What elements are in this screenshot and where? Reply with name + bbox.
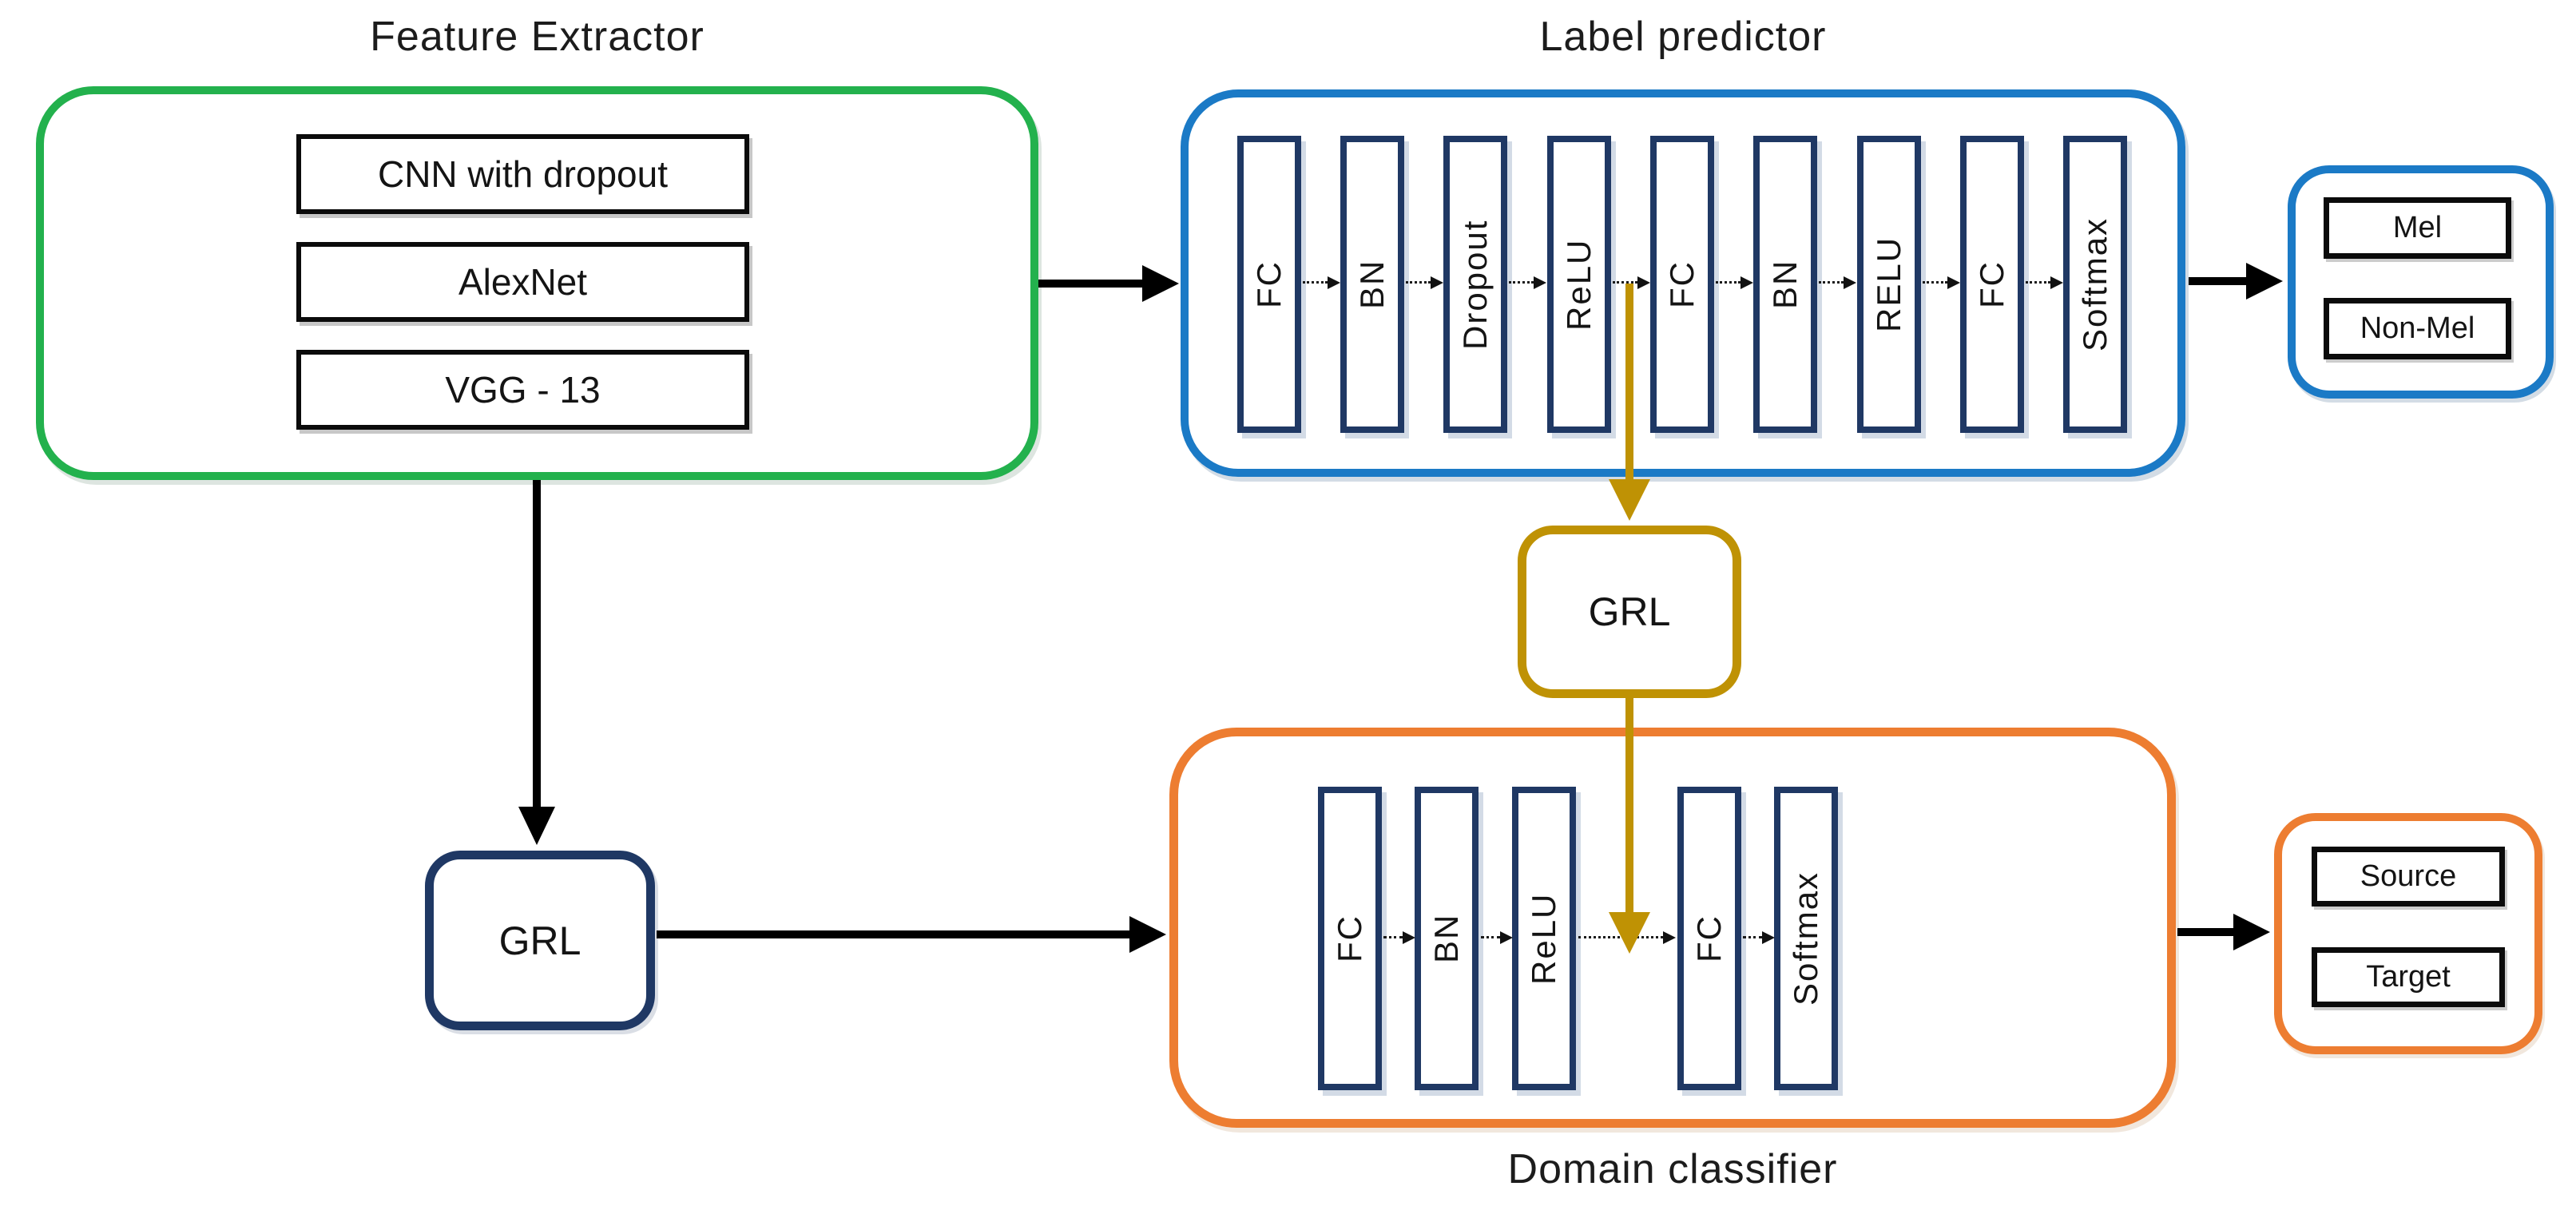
output-box-source: Source <box>2312 847 2505 907</box>
label-predictor-title: Label predictor <box>1539 14 1827 60</box>
domain-classifier-layer-fc-1: FC <box>1318 787 1382 1090</box>
dotted-arrow <box>1743 931 1775 944</box>
grl-node-navy: GRL <box>425 851 655 1030</box>
label-predictor-layer-fc-1: FC <box>1237 136 1301 433</box>
label-predictor-layer-dropout: Dropout <box>1443 136 1507 433</box>
dotted-arrow <box>1406 276 1443 289</box>
output-box-mel: Mel <box>2324 197 2511 259</box>
label-predictor-layer-bn-2: BN <box>1753 136 1817 433</box>
dotted-arrow <box>1716 276 1753 289</box>
label-output-container <box>2288 165 2554 399</box>
grl-node-gold: GRL <box>1518 526 1741 698</box>
dotted-arrow <box>1613 276 1650 289</box>
label-predictor-layer-fc-3: FC <box>1960 136 2024 433</box>
domain-classifier-layer-bn: BN <box>1415 787 1479 1090</box>
gold-arrow-grl-to-domain-classifier <box>1625 696 1633 914</box>
gold-arrowhead-icon <box>1609 479 1650 521</box>
domain-classifier-layer-relu: ReLU <box>1512 787 1576 1090</box>
dotted-arrow <box>2026 276 2063 289</box>
arrowhead-icon <box>1129 916 1166 953</box>
feature-extractor-title: Feature Extractor <box>370 14 705 60</box>
model-box-vgg13: VGG - 13 <box>296 350 749 430</box>
dotted-arrow <box>1383 931 1415 944</box>
arrow-grl-to-domain-classifier <box>657 930 1133 938</box>
domain-classifier-layer-softmax: Softmax <box>1774 787 1838 1090</box>
arrowhead-icon <box>2233 914 2270 950</box>
dotted-arrow <box>1303 276 1340 289</box>
arrow-feature-extractor-to-label-predictor <box>1038 280 1145 288</box>
label-predictor-container <box>1181 89 2185 477</box>
domain-output-container <box>2274 813 2542 1054</box>
domain-classifier-container <box>1169 728 2176 1128</box>
gold-arrowhead-icon <box>1609 912 1650 954</box>
output-box-non-mel: Non-Mel <box>2324 298 2511 359</box>
dotted-arrow <box>1819 276 1856 289</box>
dotted-arrow <box>1481 931 1513 944</box>
label-predictor-layer-fc-2: FC <box>1650 136 1714 433</box>
label-predictor-layer-bn-1: BN <box>1340 136 1404 433</box>
arrow-label-predictor-to-label-output <box>2189 277 2249 285</box>
arrowhead-icon <box>2246 263 2283 300</box>
feature-extractor-container <box>36 86 1038 480</box>
dotted-arrow <box>1923 276 1960 289</box>
arrowhead-icon <box>1142 265 1179 302</box>
model-box-cnn-with-dropout: CNN with dropout <box>296 134 749 214</box>
dotted-arrow <box>1509 276 1546 289</box>
domain-classifier-layer-fc-2: FC <box>1677 787 1741 1090</box>
model-box-alexnet: AlexNet <box>296 242 749 322</box>
arrow-feature-extractor-to-grl <box>533 480 541 809</box>
label-predictor-layer-relu-1: ReLU <box>1547 136 1611 433</box>
arrowhead-icon <box>518 807 555 845</box>
arrow-domain-classifier-to-domain-output <box>2177 928 2237 936</box>
label-predictor-layer-softmax: Softmax <box>2063 136 2127 433</box>
gold-arrow-label-predictor-to-grl <box>1625 284 1633 482</box>
domain-classifier-title: Domain classifier <box>1507 1146 1838 1192</box>
output-box-target: Target <box>2312 947 2505 1007</box>
label-predictor-layer-relu-2: RELU <box>1857 136 1921 433</box>
